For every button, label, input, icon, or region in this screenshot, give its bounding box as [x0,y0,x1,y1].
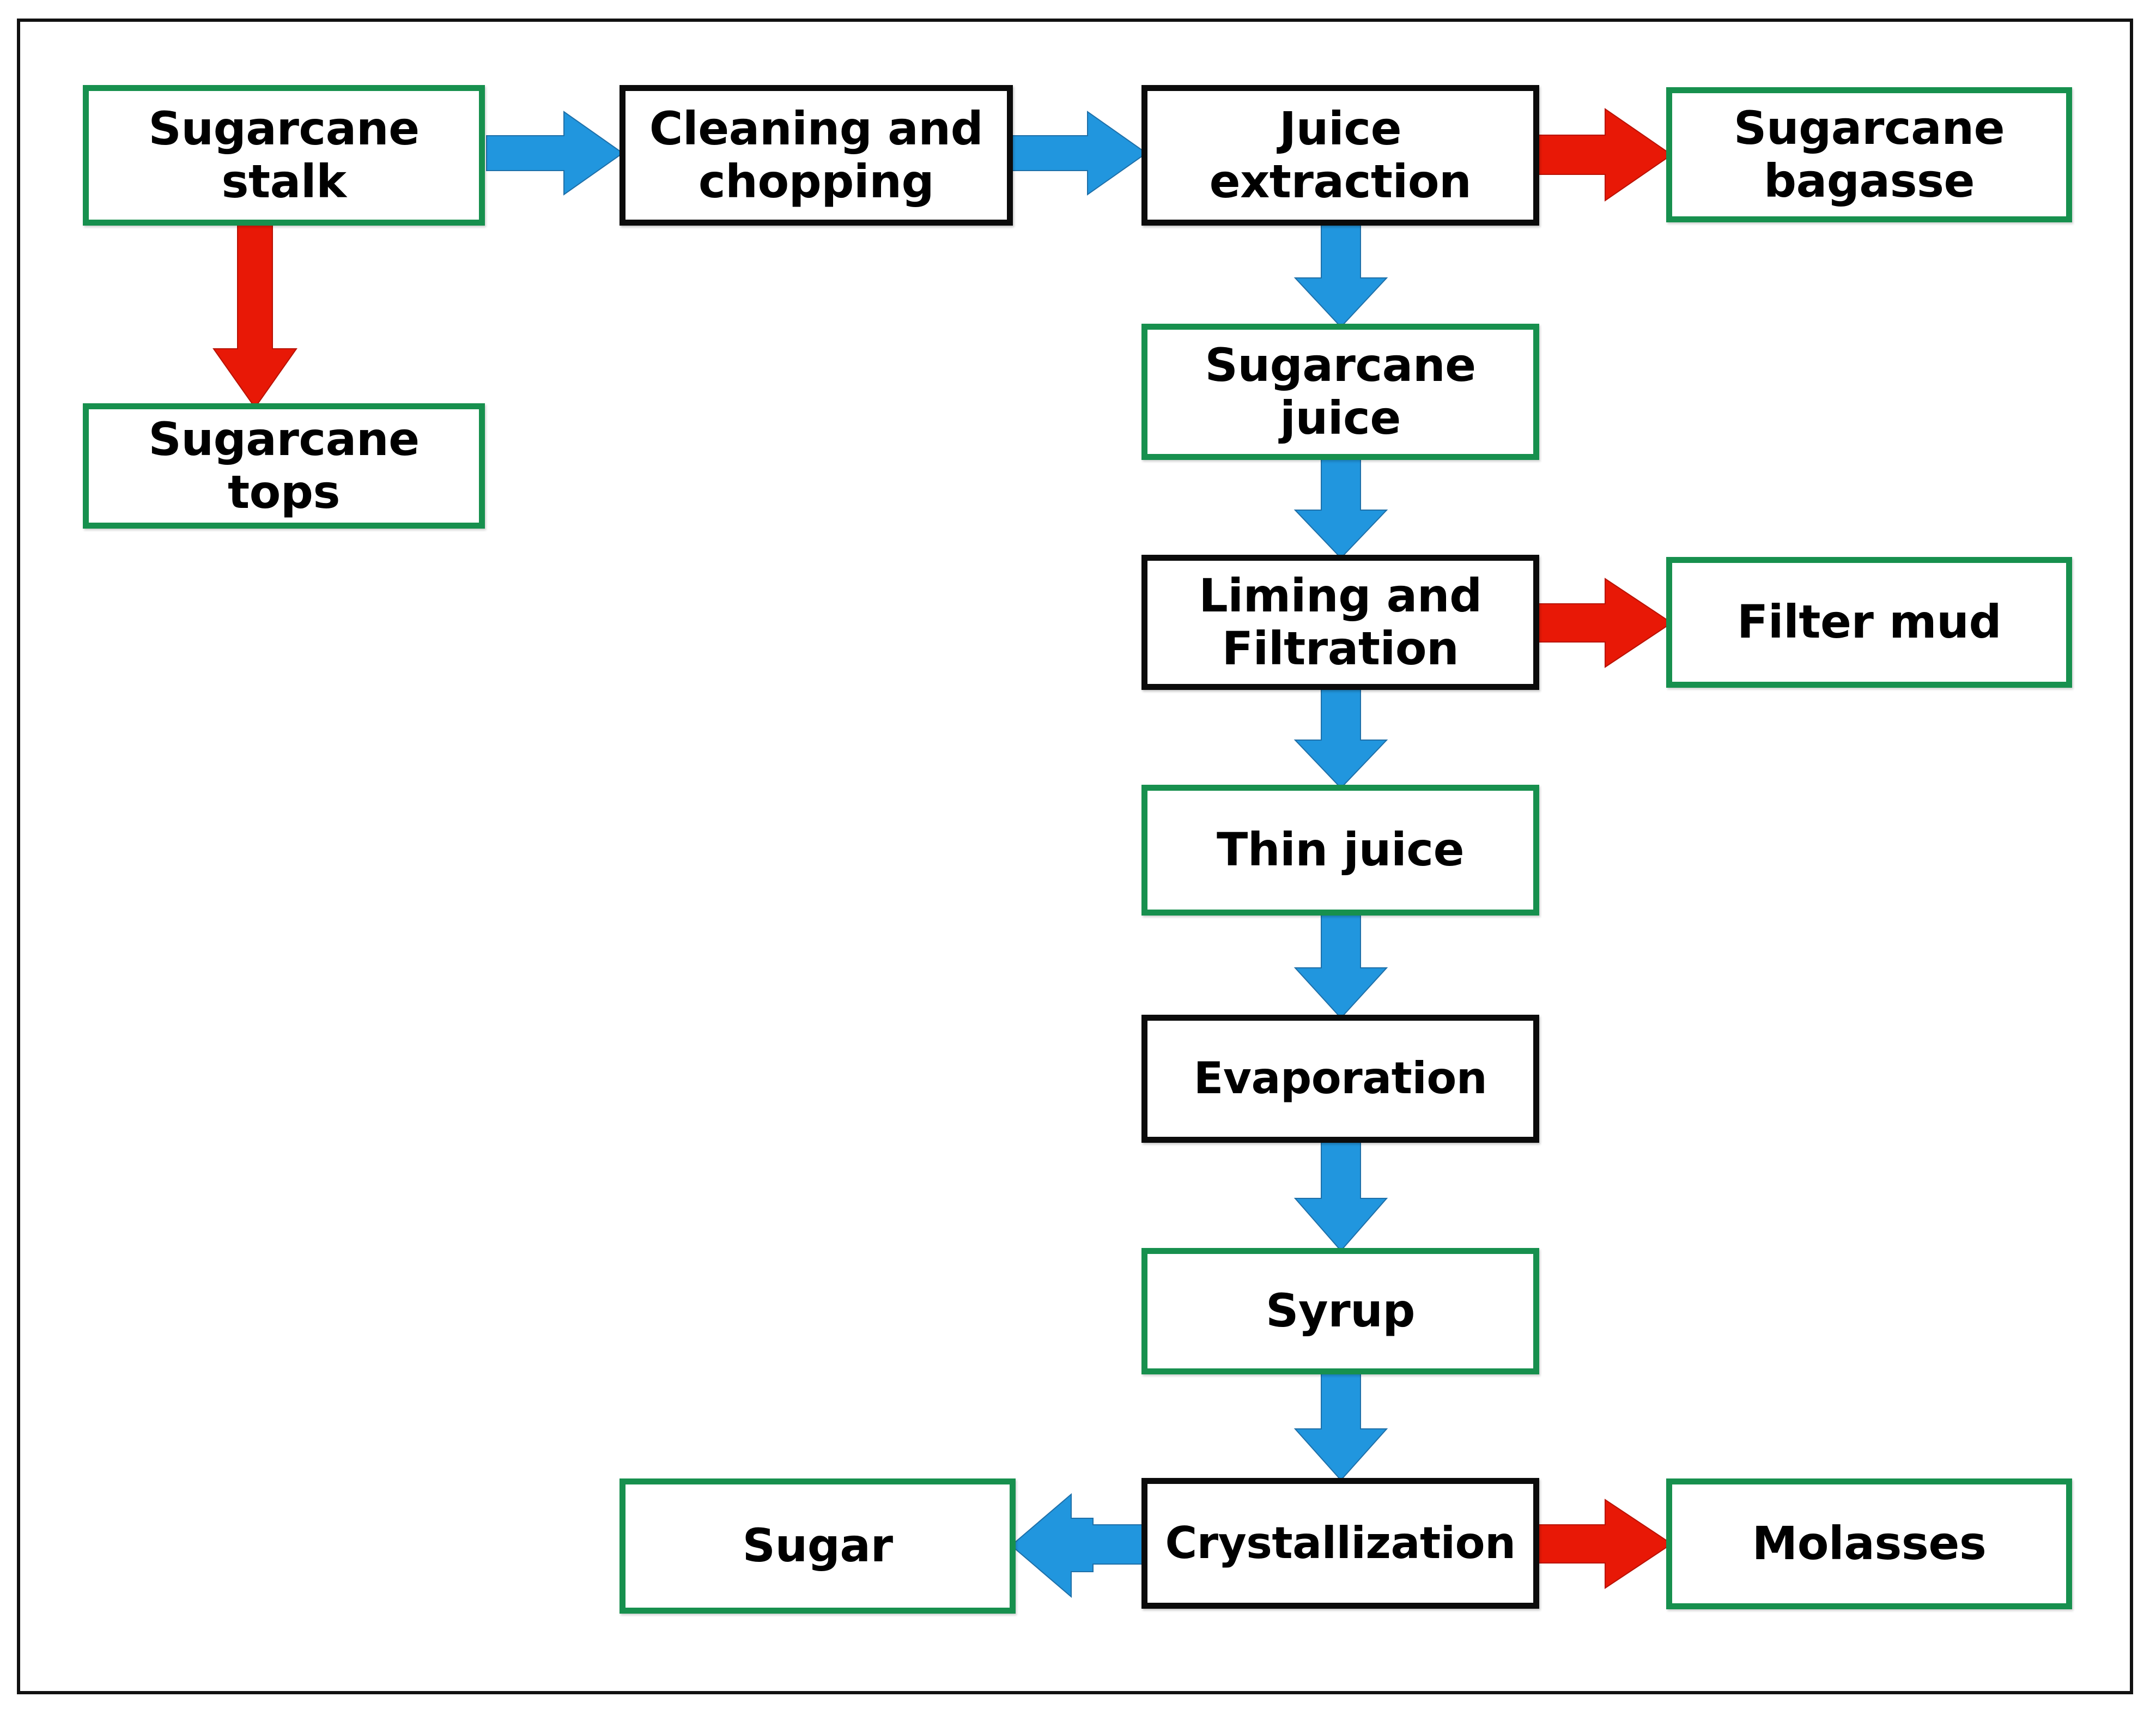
node-label: Syrup [1265,1284,1416,1338]
diagram-frame [17,19,2133,1694]
node-label: Crystallization [1165,1517,1516,1568]
node-sugarcane-tops[interactable]: Sugarcane tops [83,403,485,529]
node-thin-juice[interactable]: Thin juice [1141,785,1539,916]
arrow-extraction-to-juice [1293,223,1388,328]
node-label: Cleaning and chopping [649,101,983,208]
node-label: Evaporation [1193,1053,1487,1104]
node-label: Liming and Filtration [1199,568,1482,675]
node-label: Filter mud [1736,595,2002,649]
node-label: Sugarcane tops [148,412,420,519]
node-cleaning-and-chopping[interactable]: Cleaning and chopping [620,85,1013,226]
node-label: Molasses [1752,1517,1987,1571]
arrow-crystallization-to-sugar [1010,1493,1147,1598]
node-label: Juice extraction [1209,101,1472,208]
arrow-liming-to-thinjuice [1293,687,1388,789]
node-liming-and-filtration[interactable]: Liming and Filtration [1141,555,1539,690]
node-sugarcane-stalk[interactable]: Sugarcane stalk [83,85,485,226]
arrow-crystallization-to-molasses [1535,1499,1673,1589]
node-sugar[interactable]: Sugar [620,1478,1016,1614]
node-label: Sugarcane bagasse [1733,101,2005,208]
arrow-extraction-to-bagasse [1535,108,1673,202]
arrow-syrup-to-crystallization [1293,1372,1388,1481]
node-sugarcane-bagasse[interactable]: Sugarcane bagasse [1666,87,2072,222]
node-label: Sugar [742,1519,893,1573]
node-crystallization[interactable]: Crystallization [1141,1478,1539,1609]
node-molasses[interactable]: Molasses [1666,1478,2072,1609]
node-juice-extraction[interactable]: Juice extraction [1141,85,1539,226]
node-label: Thin juice [1216,823,1465,877]
arrow-liming-to-filtermud [1535,578,1673,668]
node-label: Sugarcane juice [1205,338,1476,445]
arrow-cleaning-to-extraction [1011,111,1147,196]
node-filter-mud[interactable]: Filter mud [1666,557,2072,688]
node-evaporation[interactable]: Evaporation [1141,1015,1539,1143]
node-sugarcane-juice[interactable]: Sugarcane juice [1141,324,1539,460]
arrow-stalk-to-cleaning [486,111,624,196]
arrow-evaporation-to-syrup [1293,1140,1388,1252]
node-syrup[interactable]: Syrup [1141,1248,1539,1374]
arrow-juice-to-liming [1293,457,1388,559]
node-label: Sugarcane stalk [148,101,420,208]
arrow-thinjuice-to-evaporation [1293,913,1388,1019]
arrow-stalk-to-tops [212,222,297,409]
